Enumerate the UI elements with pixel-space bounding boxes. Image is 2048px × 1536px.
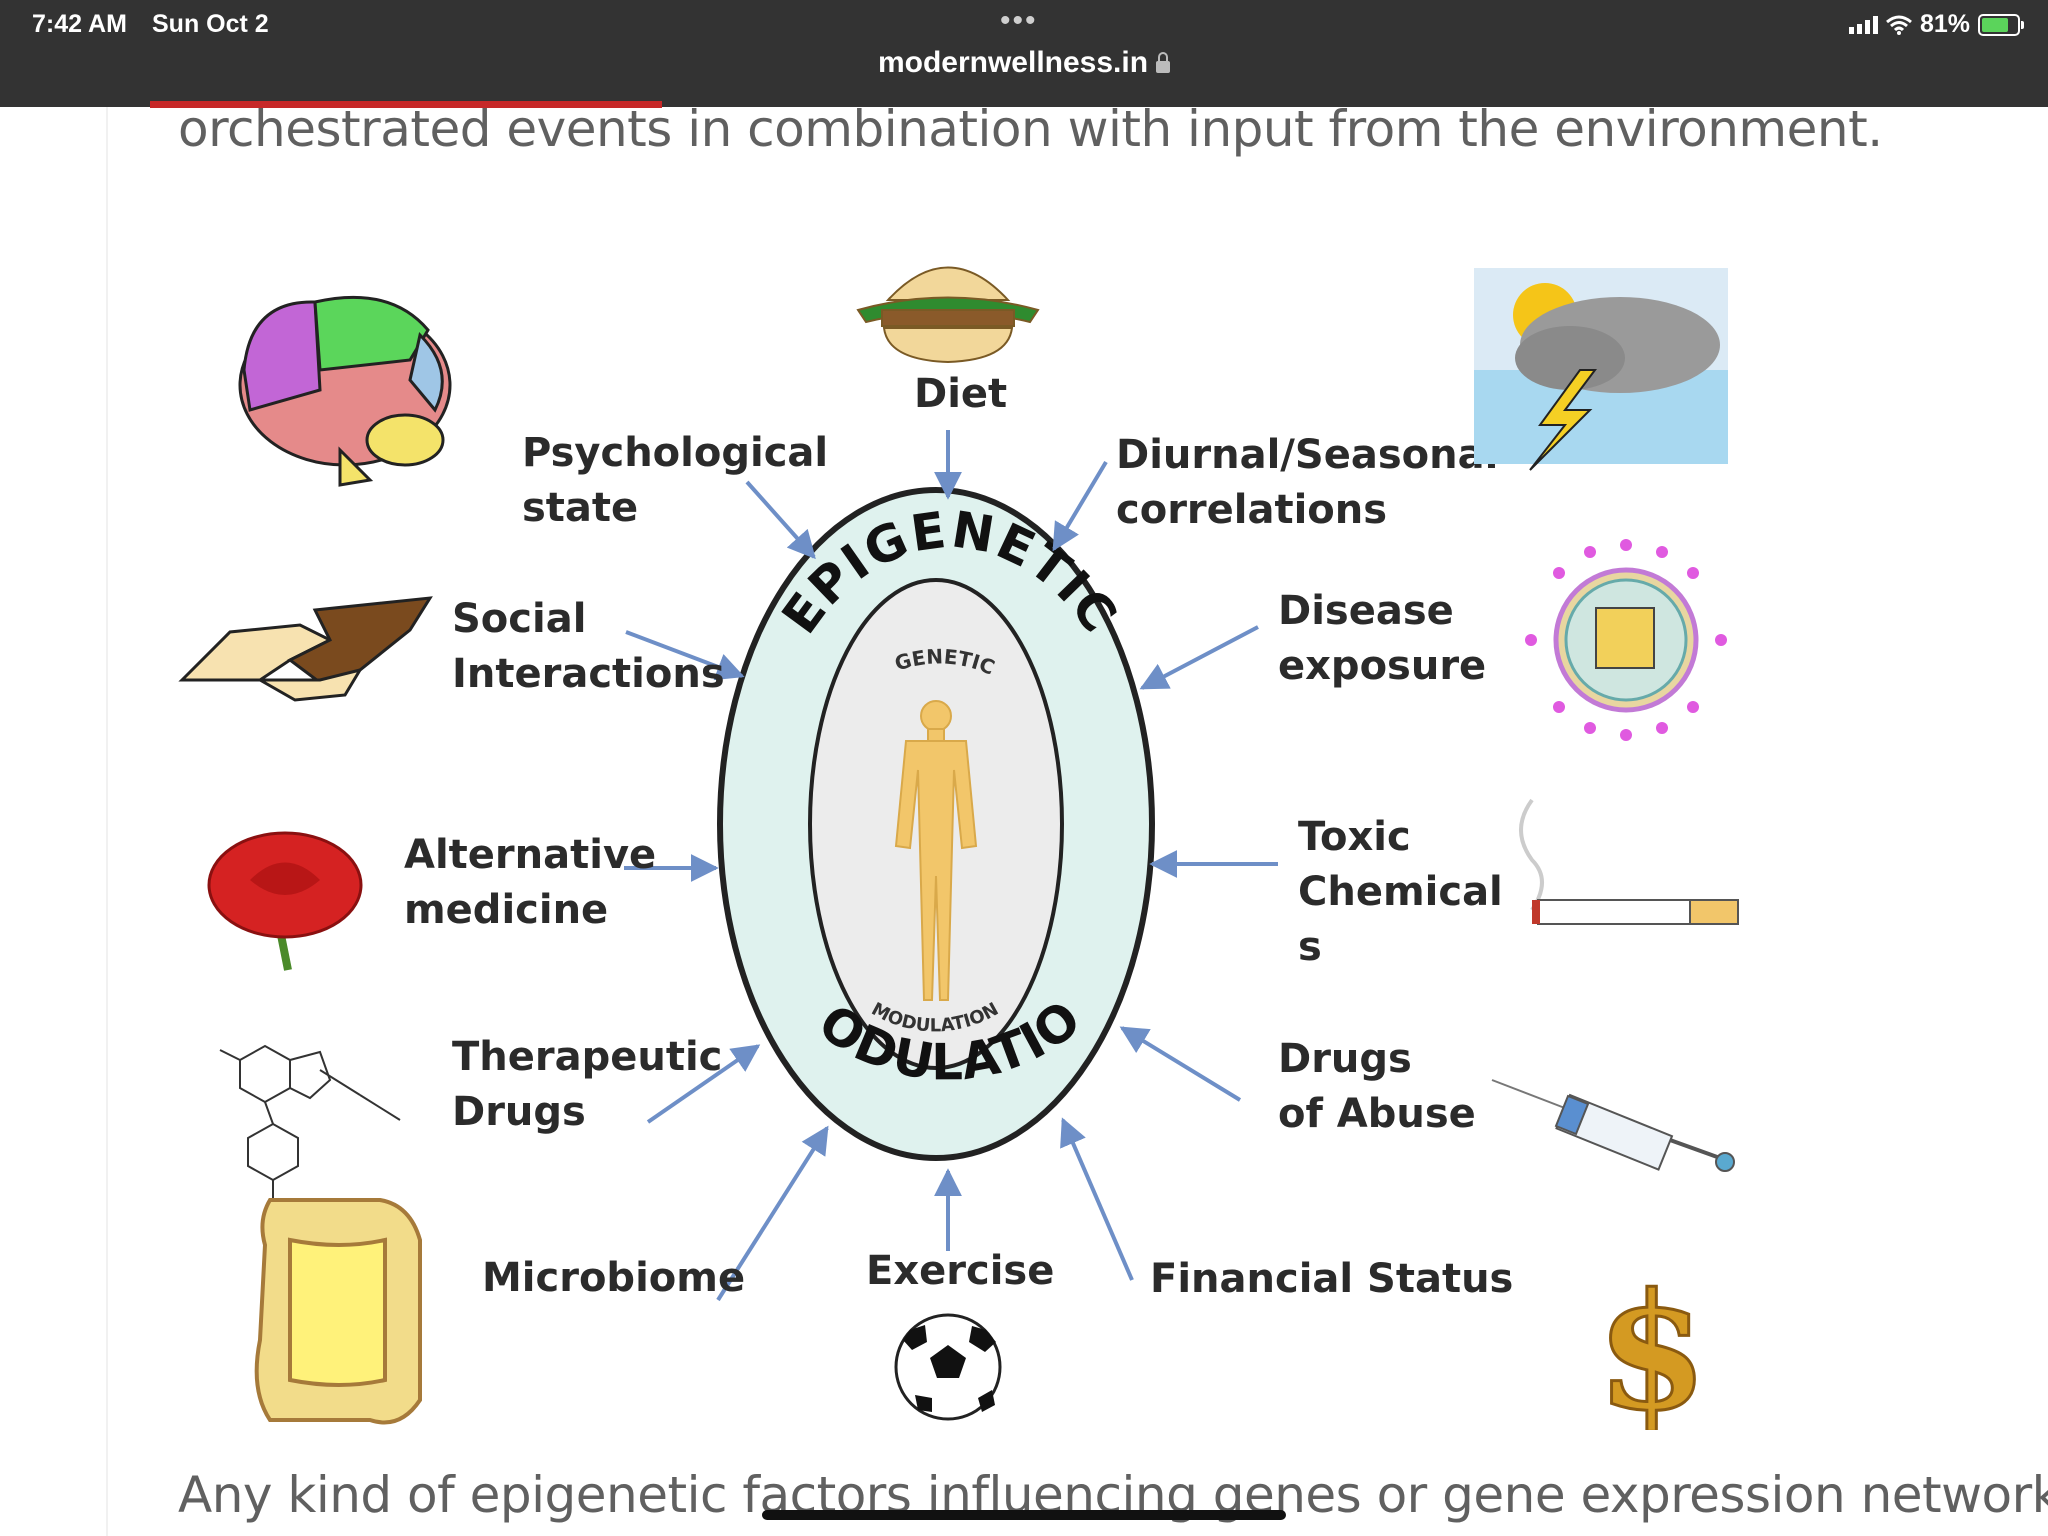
label-social-line-1: Social xyxy=(452,596,586,642)
label-alternative-line-2: medicine xyxy=(404,887,608,933)
arrow-financial xyxy=(1060,1117,1134,1281)
svg-text:$: $ xyxy=(1596,1258,1707,1430)
rose-icon xyxy=(207,831,363,971)
label-exercise-line: Exercise xyxy=(866,1248,1054,1294)
factor-arrows xyxy=(624,430,1278,1302)
label-alternative-line-1: Alternative xyxy=(404,832,656,878)
label-diurnal: Diurnal/Seasonal correlations xyxy=(1116,432,1512,533)
arrow-microbiome xyxy=(716,1125,829,1302)
page-load-progress xyxy=(150,101,662,108)
molecule-icon xyxy=(219,1044,401,1205)
label-toxic-line-1: Toxic xyxy=(1298,814,1411,860)
label-therapeutic-line-2: Drugs xyxy=(452,1089,586,1135)
label-therapeutic-line-1: Therapeutic xyxy=(452,1034,722,1080)
label-psychological-line-1: Psychological xyxy=(522,430,828,476)
battery-fill xyxy=(1982,17,2008,32)
url-text[interactable]: modernwellness.in xyxy=(877,46,1149,79)
label-financial: Financial Status xyxy=(1150,1256,1513,1302)
syringe-icon xyxy=(1491,1079,1735,1172)
home-indicator[interactable] xyxy=(762,1510,1286,1520)
label-diurnal-line-2: correlations xyxy=(1116,487,1387,533)
soccer-ball-icon xyxy=(894,1313,1002,1421)
arrow-social xyxy=(625,630,745,681)
epigenetic-diagram: EPIGENETIC MODULATION GENETIC MODULATION… xyxy=(170,240,1739,1431)
label-diurnal-line-1: Diurnal/Seasonal xyxy=(1116,432,1498,478)
label-disease-line-2: exposure xyxy=(1278,643,1486,689)
battery-icon xyxy=(1978,13,2024,36)
label-microbiome-line: Microbiome xyxy=(482,1255,745,1301)
cigarette-icon xyxy=(1519,798,1739,925)
label-drugs-abuse-line-2: of Abuse xyxy=(1278,1091,1476,1137)
label-toxic: Toxic Chemical s xyxy=(1298,814,1517,970)
brain-icon xyxy=(238,295,452,487)
tab-menu-dots[interactable]: ••• xyxy=(1000,4,1038,37)
label-alternative: Alternative medicine xyxy=(404,832,670,933)
label-psychological-line-2: state xyxy=(522,485,638,531)
status-right: 81% xyxy=(1848,10,2024,39)
arrow-disease xyxy=(1139,625,1259,690)
battery-percent: 81% xyxy=(1919,10,1970,38)
storm-weather-icon xyxy=(1474,268,1728,471)
browser-top-bar: 7:42 AM Sun Oct 2 ••• modernwellness.in … xyxy=(0,0,2048,107)
virus-icon xyxy=(1525,539,1727,741)
label-exercise: Exercise xyxy=(866,1248,1054,1294)
page-edge xyxy=(106,107,108,1536)
label-diet-line: Diet xyxy=(914,371,1007,417)
label-social: Social Interactions xyxy=(452,596,725,697)
label-disease: Disease exposure xyxy=(1278,588,1486,689)
arrow-diurnal xyxy=(1052,460,1108,552)
label-toxic-line-2: Chemical xyxy=(1298,869,1503,915)
lock-icon xyxy=(1156,52,1171,73)
dollar-sign-icon: $ xyxy=(1595,1257,1709,1431)
status-time: 7:42 AM xyxy=(32,10,127,38)
label-toxic-line-3: s xyxy=(1298,924,1322,970)
label-disease-line-1: Disease xyxy=(1278,588,1454,634)
address-bar[interactable]: modernwellness.in xyxy=(0,46,2048,80)
label-drugs-abuse-line-1: Drugs xyxy=(1278,1036,1412,1082)
arrow-therapeutic xyxy=(646,1044,761,1124)
cellular-signal-icon xyxy=(1848,15,1878,34)
label-microbiome: Microbiome xyxy=(482,1255,745,1301)
status-date: Sun Oct 2 xyxy=(152,10,269,38)
arrow-psychological xyxy=(745,480,816,560)
human-figure-icon xyxy=(894,700,978,1001)
article-paragraph-top: orchestrated events in combination with … xyxy=(178,100,1883,158)
label-therapeutic: Therapeutic Drugs xyxy=(452,1034,736,1135)
wifi-icon xyxy=(1885,15,1912,35)
arrow-drugs-abuse xyxy=(1119,1026,1242,1102)
handshake-icon xyxy=(178,596,433,702)
intestine-icon xyxy=(254,1198,422,1425)
label-drugs-abuse: Drugs of Abuse xyxy=(1278,1036,1476,1137)
burger-icon xyxy=(856,266,1040,364)
label-financial-line: Financial Status xyxy=(1150,1256,1513,1302)
label-psychological: Psychological state xyxy=(522,430,842,531)
label-diet: Diet xyxy=(914,371,1007,417)
label-social-line-2: Interactions xyxy=(452,651,725,697)
